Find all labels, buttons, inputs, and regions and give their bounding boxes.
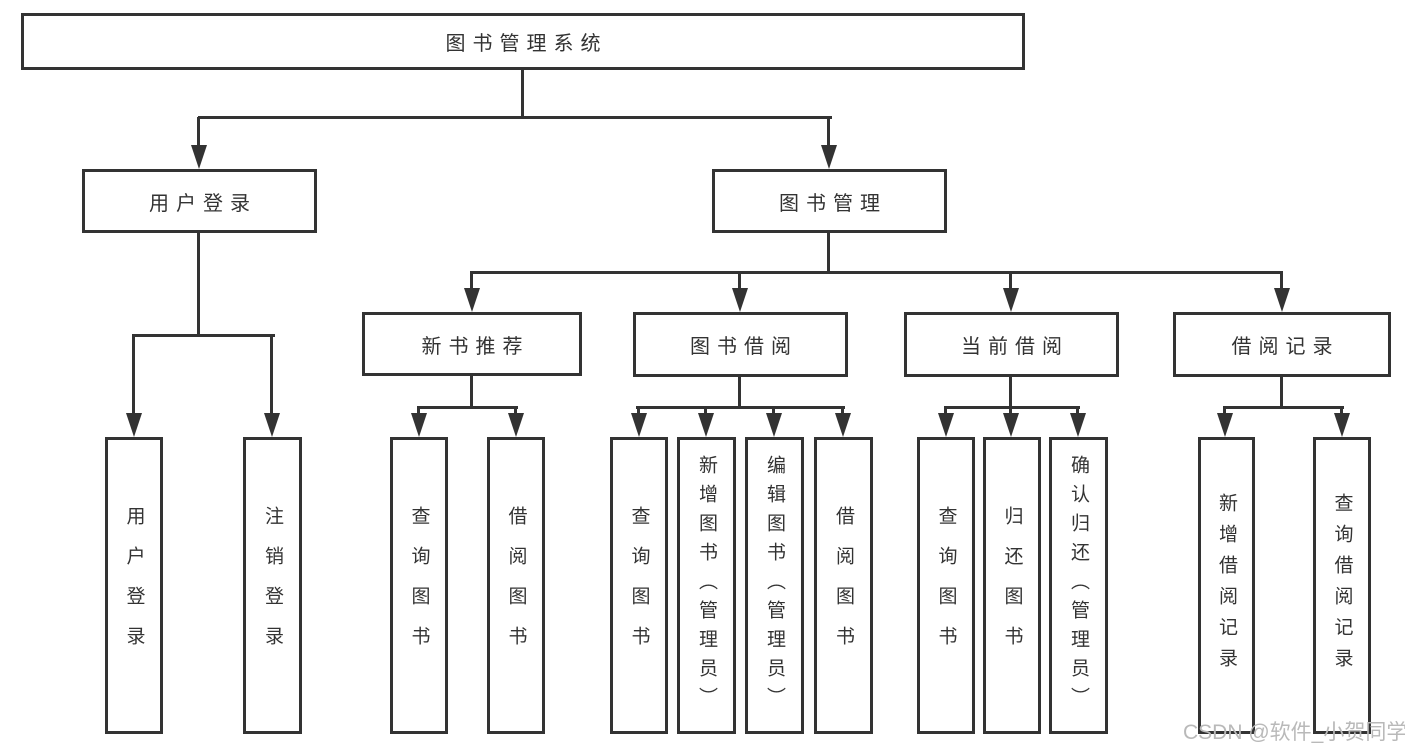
arrow-down-icon: [766, 407, 782, 437]
leaf-edit-books-admin: 编辑图书（管理员）: [745, 437, 804, 734]
leaf-user-login: 用户登录: [105, 437, 163, 734]
arrow-down-icon: [191, 117, 207, 169]
connector-section-stem: [738, 375, 741, 408]
node-library-management-system: 图书管理系统: [21, 13, 1025, 70]
node-book-borrowing: 图书借阅: [633, 312, 848, 377]
leaf-label: 用户登录: [123, 505, 145, 666]
arrow-down-icon: [411, 407, 427, 437]
connector-section-stem: [1280, 375, 1283, 408]
arrow-down-icon: [1003, 272, 1019, 312]
connector-section-bar: [636, 406, 845, 409]
leaf-label: 查询图书: [935, 505, 957, 666]
connector-section-bar: [1223, 406, 1344, 409]
leaf-borrow-books: 借阅图书: [487, 437, 545, 734]
watermark: CSDN @软件_小贺同学: [1183, 721, 1405, 744]
leaf-label: 借阅图书: [505, 505, 527, 666]
arrow-down-icon: [821, 117, 837, 169]
arrow-down-icon: [1274, 272, 1290, 312]
leaf-label: 新增图书（管理员）: [696, 455, 717, 716]
node-label: 图书管理: [779, 192, 887, 215]
connector-root-stem: [521, 69, 524, 118]
leaf-label: 确认归还（管理员）: [1068, 455, 1089, 716]
node-user-login: 用户登录: [82, 169, 317, 233]
connector-section-bar: [944, 406, 1080, 409]
arrow-down-icon: [464, 272, 480, 312]
leaf-label: 编辑图书（管理员）: [764, 455, 785, 716]
arrow-down-icon: [631, 407, 647, 437]
leaf-query-books: 查询图书: [610, 437, 668, 734]
arrow-down-icon: [1334, 407, 1350, 437]
leaf-label: 查询图书: [628, 505, 650, 666]
connector-root-bar: [198, 116, 832, 119]
node-new-book-recommendation: 新书推荐: [362, 312, 582, 376]
connector-book-mgmt-stem: [827, 232, 830, 273]
leaf-query-books: 查询图书: [390, 437, 448, 734]
node-label: 图书管理系统: [445, 33, 608, 55]
leaf-label: 注销登录: [262, 505, 283, 666]
node-label: 借阅记录: [1231, 336, 1340, 358]
arrow-down-icon: [698, 407, 714, 437]
leaf-label: 归还图书: [1001, 505, 1023, 666]
leaf-confirm-return-admin: 确认归还（管理员）: [1049, 437, 1108, 734]
leaf-query-borrow-record: 查询借阅记录: [1313, 437, 1371, 734]
connector-book-mgmt-bar: [470, 271, 1283, 274]
leaf-label: 借阅图书: [833, 505, 854, 666]
arrow-down-icon: [508, 407, 524, 437]
leaf-return-books: 归还图书: [983, 437, 1041, 734]
arrow-down-icon: [1070, 407, 1086, 437]
leaf-label: 新增借阅记录: [1216, 492, 1237, 679]
leaf-label: 查询图书: [408, 505, 430, 666]
arrow-down-icon: [264, 335, 280, 437]
leaf-logout: 注销登录: [243, 437, 302, 734]
arrow-down-icon: [1217, 407, 1233, 437]
node-book-management: 图书管理: [712, 169, 947, 233]
connector-section-stem: [1009, 375, 1012, 408]
leaf-add-borrow-record: 新增借阅记录: [1198, 437, 1255, 734]
connector-section-bar: [417, 406, 518, 409]
node-label: 图书借阅: [690, 336, 798, 358]
arrow-down-icon: [835, 407, 851, 437]
leaf-borrow-books: 借阅图书: [814, 437, 873, 734]
connector-section-stem: [470, 375, 473, 408]
arrow-down-icon: [126, 335, 142, 437]
node-label: 用户登录: [149, 192, 257, 215]
node-label: 当前借阅: [961, 336, 1069, 358]
leaf-query-books: 查询图书: [917, 437, 975, 734]
arrow-down-icon: [732, 272, 748, 312]
node-borrowing-records: 借阅记录: [1173, 312, 1391, 377]
node-label: 新书推荐: [421, 335, 530, 358]
leaf-add-books-admin: 新增图书（管理员）: [677, 437, 736, 734]
leaf-label: 查询借阅记录: [1331, 492, 1353, 679]
node-current-borrowing: 当前借阅: [904, 312, 1119, 377]
connector-user-login-stem: [197, 232, 200, 336]
connector-user-login-bar: [132, 334, 275, 337]
arrow-down-icon: [938, 407, 954, 437]
arrow-down-icon: [1003, 407, 1019, 437]
